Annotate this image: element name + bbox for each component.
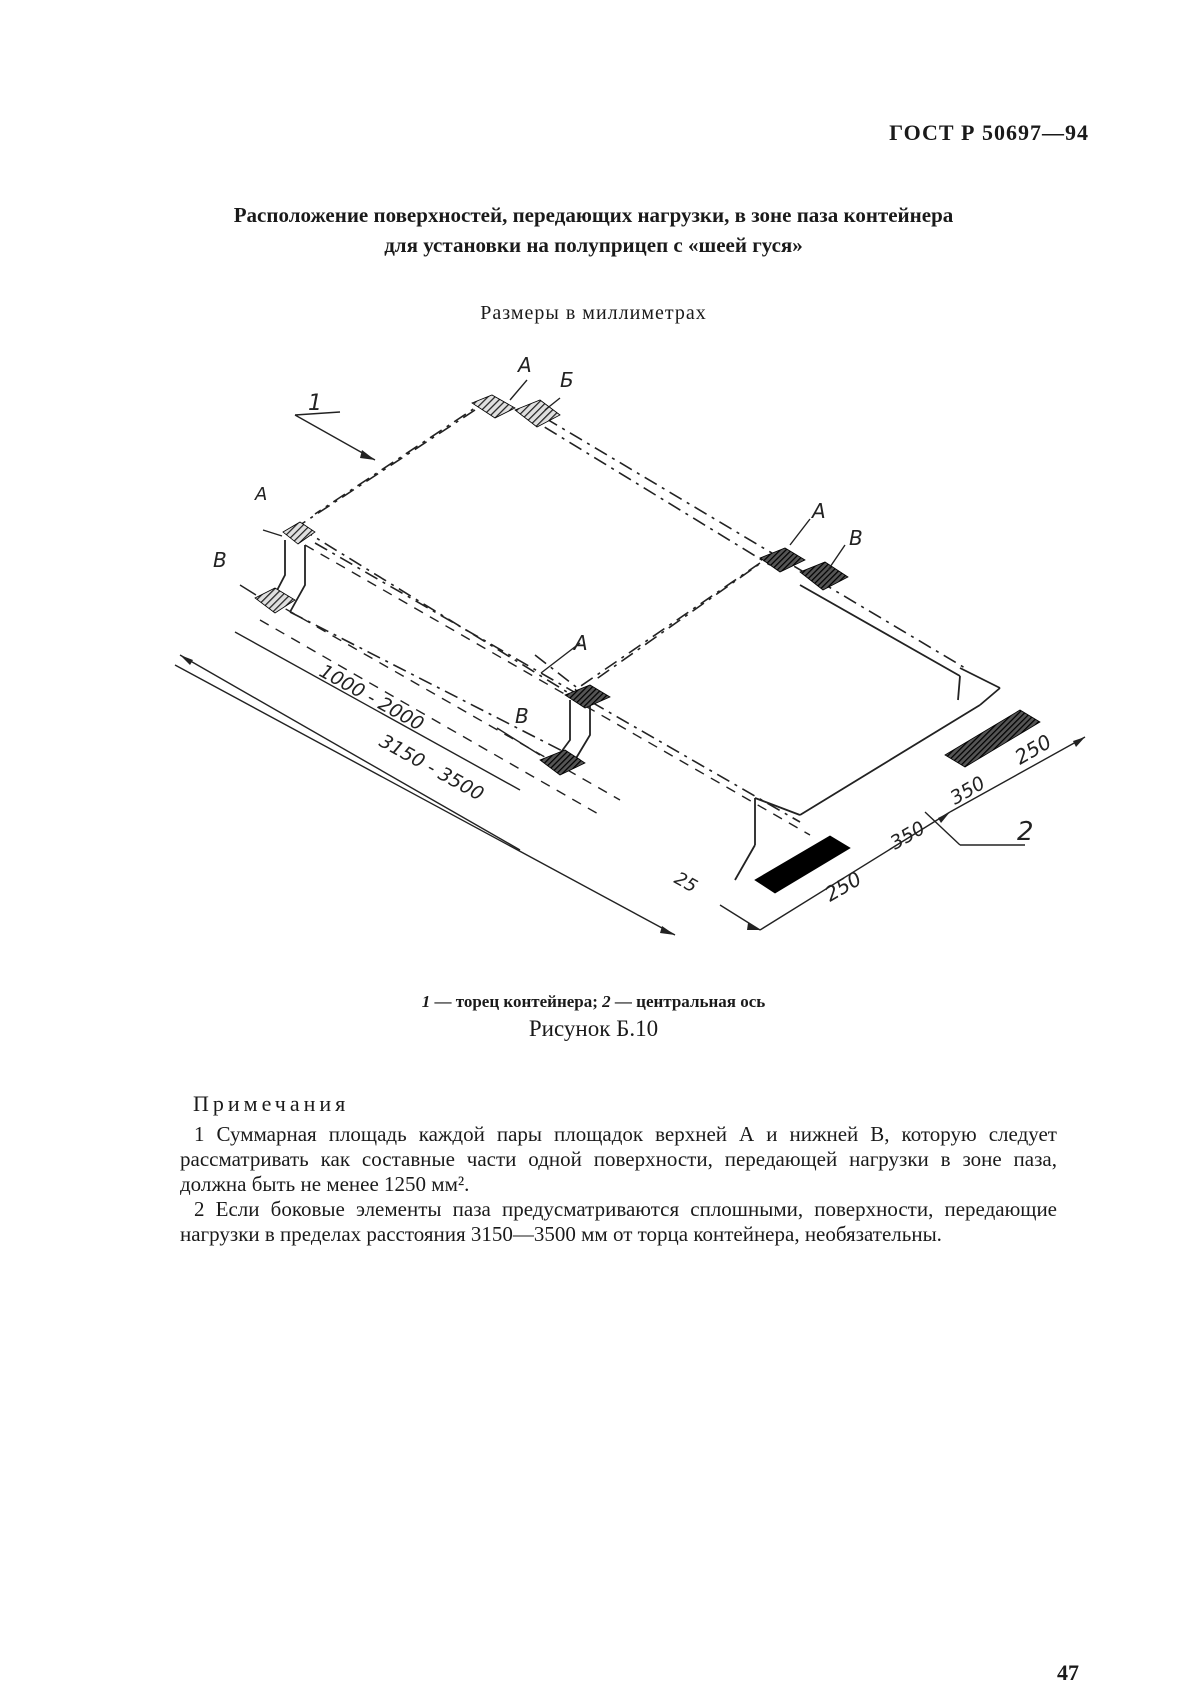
figure-title-line-1: Расположение поверхностей, передающих на… bbox=[233, 203, 954, 227]
hidden-outline-lines bbox=[289, 397, 966, 823]
floor-pad-left bbox=[754, 835, 851, 894]
figure-title: Расположение поверхностей, передающих на… bbox=[0, 200, 1187, 260]
ref-1-label: 1 bbox=[308, 391, 322, 416]
dashed-outline-lines bbox=[259, 544, 811, 836]
ref-2-label: 2 bbox=[1017, 817, 1034, 847]
pad-a-upper bbox=[471, 394, 516, 419]
legend-number-1: 1 bbox=[421, 992, 431, 1011]
legend-text-2: — центральная ось bbox=[610, 992, 766, 1011]
pad-b-mid bbox=[539, 749, 586, 776]
dim-250-left: 250 bbox=[821, 866, 866, 906]
load-surface-pads bbox=[254, 394, 1041, 894]
pad-a-left bbox=[282, 521, 316, 545]
legend-number-2: 2 bbox=[602, 992, 611, 1011]
figure-caption: Рисунок Б.10 bbox=[528, 1016, 659, 1041]
units-note: Размеры в миллиметрах bbox=[480, 302, 707, 324]
label-b-upper: Б bbox=[560, 368, 574, 392]
pad-b-right bbox=[799, 561, 849, 591]
container-slot-drawing: 1 2 A Б A B A B A B 1000 - 2000 3150 - 3… bbox=[174, 353, 1086, 936]
dimension-lines bbox=[174, 379, 1086, 936]
label-b-mid: B bbox=[515, 704, 529, 728]
pad-a-right bbox=[759, 547, 806, 573]
dim-350-right: 350 bbox=[947, 772, 989, 809]
note-item-2: 2 Если боковые элементы паза предусматри… bbox=[180, 1197, 1057, 1246]
page-number: 47 bbox=[1057, 1660, 1079, 1685]
label-a-right: A bbox=[810, 499, 826, 523]
dim-1000-2000: 1000 - 2000 bbox=[316, 660, 428, 735]
note-item-1: 1 Суммарная площадь каждой пары площадок… bbox=[180, 1122, 1057, 1196]
dim-25: 25 bbox=[671, 868, 701, 897]
document-code: ГОСТ Р 50697—94 bbox=[889, 120, 1089, 145]
pad-b-left bbox=[254, 587, 296, 614]
legend-text-1: — торец контейнера; bbox=[430, 992, 603, 1011]
figure-legend: 1 — торец контейнера; 2 — центральная ос… bbox=[0, 992, 1187, 1012]
label-a-left: A bbox=[254, 484, 267, 505]
label-b-left: B bbox=[213, 548, 227, 572]
figure-title-line-2: для установки на полуприцеп с «шеей гуся… bbox=[384, 233, 803, 257]
notes-body: 1 Суммарная площадь каждой пары площадок… bbox=[180, 1122, 1057, 1247]
notes-heading: Примечания bbox=[193, 1091, 350, 1116]
pad-a-mid bbox=[564, 684, 611, 709]
floor-pad-right bbox=[944, 709, 1041, 768]
dimension-arrows bbox=[180, 450, 1085, 935]
dim-350-left: 350 bbox=[887, 817, 929, 854]
label-b-right: B bbox=[849, 526, 863, 550]
label-a-upper: A bbox=[516, 353, 532, 377]
label-a-mid: A bbox=[572, 631, 588, 655]
